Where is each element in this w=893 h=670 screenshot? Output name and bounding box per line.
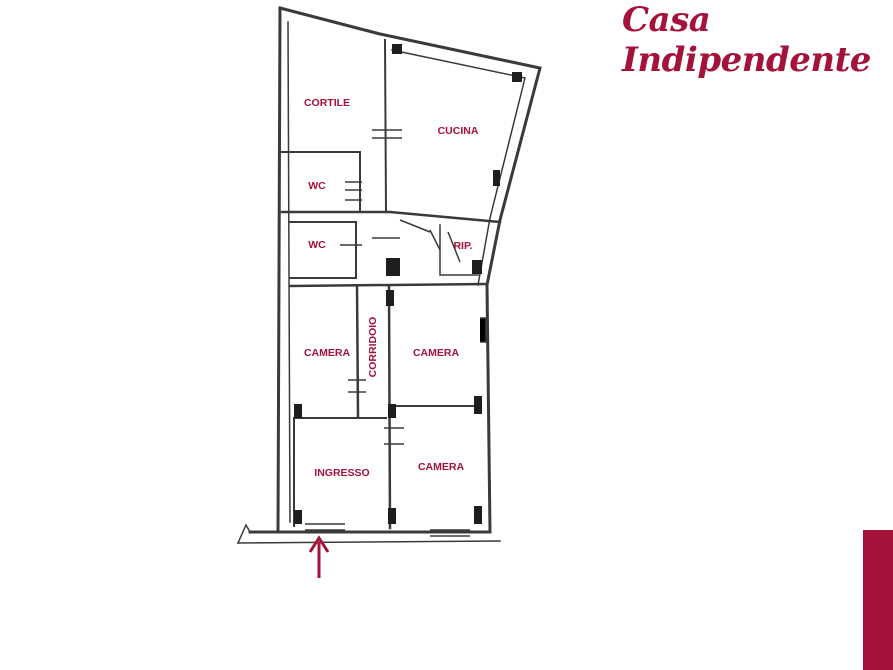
wall-cortile-cucina xyxy=(383,38,388,214)
outer-wall xyxy=(248,6,542,534)
door-cortile xyxy=(372,129,402,139)
pillar xyxy=(493,170,500,186)
wall-corridor-left xyxy=(355,284,360,418)
pillar xyxy=(294,404,302,418)
accent-corner-bar xyxy=(863,530,893,670)
outer-wall-right-inner xyxy=(391,49,526,286)
label-cucina: CUCINA xyxy=(438,125,479,137)
street-edge-left xyxy=(237,523,252,544)
pillar xyxy=(388,404,396,418)
pillar xyxy=(294,510,302,524)
door-wc-top xyxy=(345,181,362,201)
label-wc-top: WC xyxy=(308,180,326,192)
wall-wc-separator xyxy=(280,210,502,224)
pillar xyxy=(512,72,522,82)
door-corridor xyxy=(384,427,404,445)
street-edge xyxy=(237,540,501,544)
pillar xyxy=(472,260,482,274)
window-entrance xyxy=(305,523,345,531)
page-title: Casa Indipendente xyxy=(622,0,871,80)
window-side xyxy=(480,317,487,343)
label-cortile: CORTILE xyxy=(304,97,350,109)
label-wc-bottom: WC xyxy=(308,239,326,251)
label-camera-bottom-right: CAMERA xyxy=(418,461,464,473)
pillar xyxy=(474,506,482,524)
outer-wall-left xyxy=(276,6,282,534)
arrow-up-icon xyxy=(308,535,330,578)
wall-wc-bottom xyxy=(289,221,357,279)
label-corridoio: CORRIDOIO xyxy=(367,317,379,378)
label-camera-left: CAMERA xyxy=(304,347,350,359)
label-rip: RIP. xyxy=(453,240,472,252)
rip-hatch xyxy=(399,219,461,263)
door-camera-left xyxy=(348,379,366,393)
door-wc-bottom xyxy=(340,237,400,246)
wall-rip xyxy=(439,224,479,276)
pillar xyxy=(388,508,396,524)
outer-wall-left-inner xyxy=(287,21,291,523)
pillar xyxy=(386,258,400,276)
pillar xyxy=(386,290,394,306)
pillar xyxy=(474,396,482,414)
label-ingresso: INGRESSO xyxy=(314,467,369,479)
window-camera-right xyxy=(430,529,470,537)
label-camera-right: CAMERA xyxy=(413,347,459,359)
pillar xyxy=(392,44,402,54)
